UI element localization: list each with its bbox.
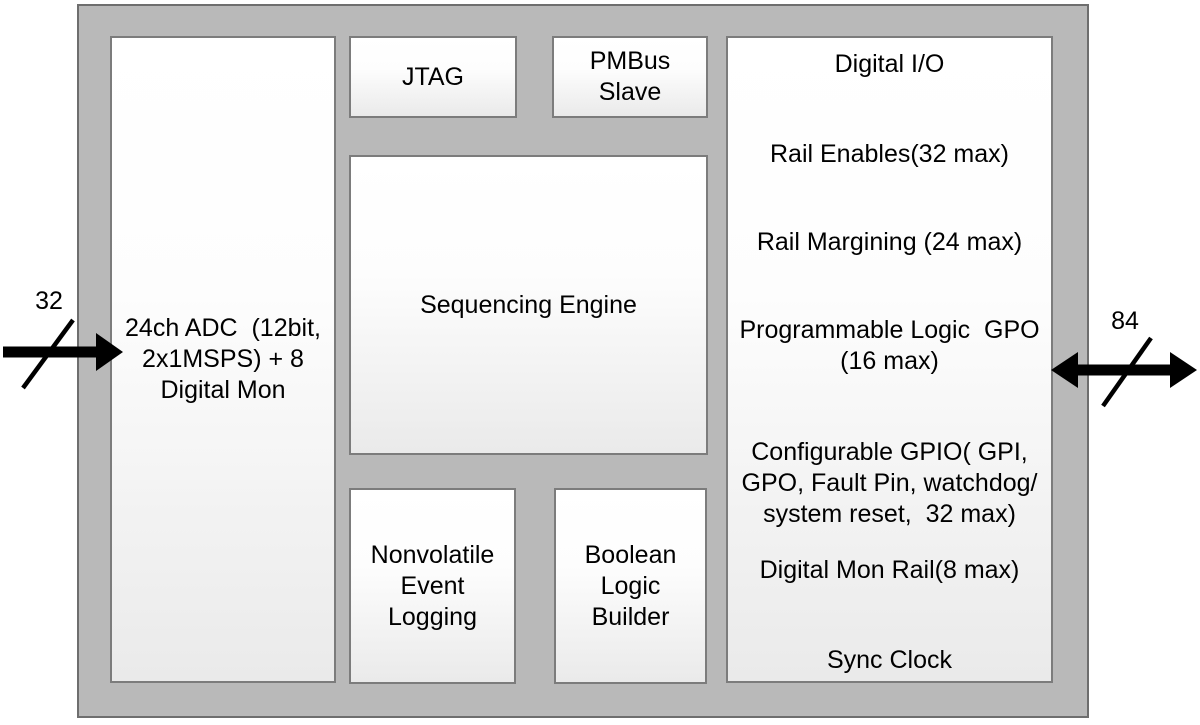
block-jtag: JTAG: [349, 36, 517, 118]
digital-io-item-digital-mon-rail: Digital Mon Rail(8 max): [759, 556, 1020, 584]
block-adc: 24ch ADC (12bit, 2x1MSPS) + 8 Digital Mo…: [110, 36, 336, 683]
block-nonvolatile-event-logging: Nonvolatile Event Logging: [349, 488, 516, 684]
digital-io-item-sync-clock: Sync Clock: [826, 646, 953, 674]
bidirectional-bus-width-label: 84: [1111, 307, 1139, 335]
digital-io-item-configurable-gpio: Configurable GPIO( GPI, GPO, Fault Pin, …: [741, 438, 1038, 528]
block-digital-io: Digital I/O Rail Enables(32 max) Rail Ma…: [726, 36, 1053, 683]
block-pmbus-slave: PMBus Slave: [552, 36, 708, 118]
block-boolean-logic-builder: Boolean Logic Builder: [554, 488, 707, 684]
digital-io-title: Digital I/O: [834, 50, 945, 78]
digital-io-item-rail-enables: Rail Enables(32 max): [770, 140, 1009, 168]
input-bus-width-label: 32: [35, 287, 63, 315]
digital-io-item-programmable-logic-gpo: Programmable Logic GPO (16 max): [739, 316, 1040, 375]
digital-io-item-rail-margining: Rail Margining (24 max): [756, 228, 1023, 256]
block-sequencing-engine: Sequencing Engine: [349, 155, 708, 455]
